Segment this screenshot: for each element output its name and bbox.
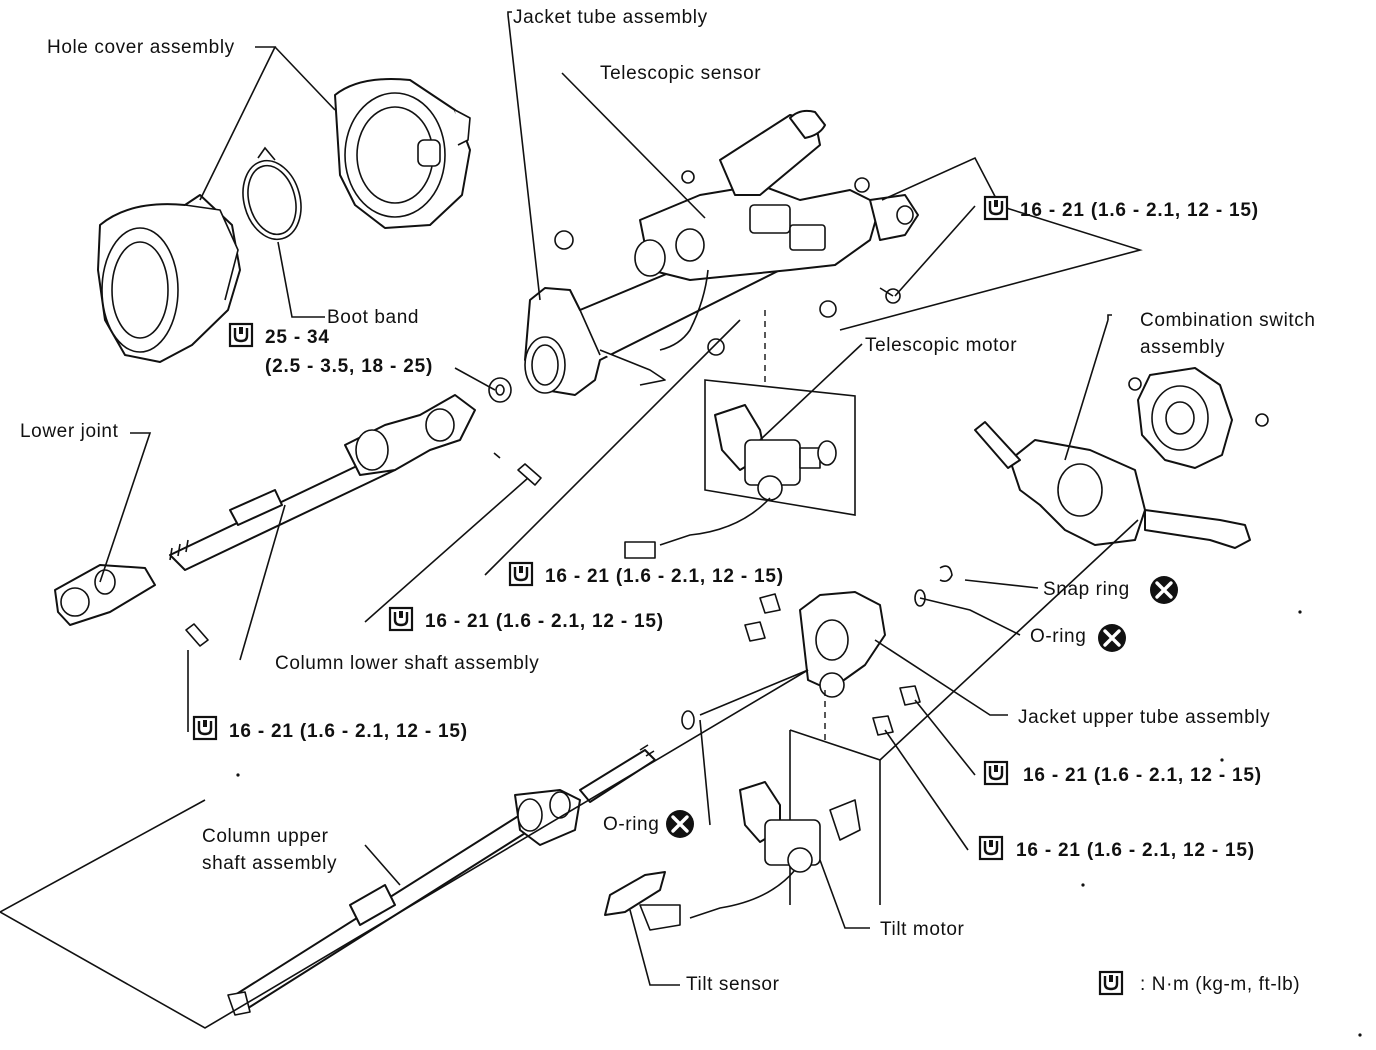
lower-joint-label: Lower joint bbox=[20, 421, 119, 442]
jacket-upper-tube-label: Jacket upper tube assembly bbox=[1018, 707, 1270, 728]
snap-ring-label: Snap ring bbox=[1043, 579, 1130, 600]
telescopic-motor-box bbox=[624, 310, 856, 559]
torque-spec-5: 16 - 21 (1.6 - 2.1, 12 - 15) bbox=[229, 721, 468, 742]
o-ring-label-2: O-ring bbox=[603, 814, 659, 835]
column-upper-shaft-label-1: Column upper bbox=[202, 826, 329, 847]
leader-lines bbox=[99, 11, 1112, 986]
torque-wrench-icon bbox=[228, 322, 254, 348]
jacket-tube-label: Jacket tube assembly bbox=[513, 7, 708, 28]
tilt-motor bbox=[689, 690, 881, 919]
column-upper-shaft-assembly bbox=[227, 710, 695, 1016]
torque-spec-2b: (2.5 - 3.5, 18 - 25) bbox=[265, 356, 433, 377]
torque-wrench-icon bbox=[192, 715, 218, 741]
telescopic-sensor-label: Telescopic sensor bbox=[600, 63, 761, 84]
torque-spec-6: 16 - 21 (1.6 - 2.1, 12 - 15) bbox=[1023, 765, 1262, 786]
torque-spec-4: 16 - 21 (1.6 - 2.1, 12 - 15) bbox=[425, 611, 664, 632]
scan-specks bbox=[236, 610, 1362, 1037]
hole-cover-boot bbox=[97, 194, 241, 363]
combination-switch-label-2: assembly bbox=[1140, 337, 1225, 358]
nut-and-bolt-right bbox=[488, 377, 542, 486]
torque-wrench-icon bbox=[508, 561, 534, 587]
tilt-sensor bbox=[604, 871, 681, 931]
boot-band bbox=[242, 146, 302, 241]
torque-spec-3: 16 - 21 (1.6 - 2.1, 12 - 15) bbox=[545, 566, 784, 587]
torque-wrench-icon bbox=[388, 606, 414, 632]
telescopic-motor-label: Telescopic motor bbox=[865, 335, 1017, 356]
torque-wrench-icon bbox=[983, 760, 1009, 786]
hole-cover-label: Hole cover assembly bbox=[47, 37, 235, 58]
column-lower-shaft-label: Column lower shaft assembly bbox=[275, 653, 539, 674]
jacket-tube-assembly bbox=[524, 109, 919, 396]
torque-spec-7: 16 - 21 (1.6 - 2.1, 12 - 15) bbox=[1016, 840, 1255, 861]
torque-spec-1: 16 - 21 (1.6 - 2.1, 12 - 15) bbox=[1020, 200, 1259, 221]
combination-switch-label-1: Combination switch bbox=[1140, 310, 1316, 331]
column-upper-shaft-label-2: shaft assembly bbox=[202, 853, 337, 874]
torque-wrench-icon bbox=[983, 195, 1009, 221]
boot-band-label: Boot band bbox=[327, 307, 419, 328]
lower-joint bbox=[54, 564, 209, 647]
replace-part-icon bbox=[1096, 622, 1128, 654]
torque-spec-2a: 25 - 34 bbox=[265, 327, 330, 348]
jacket-upper-tube-assembly bbox=[744, 565, 953, 736]
hole-cover-assembly bbox=[334, 78, 471, 229]
replace-part-icon bbox=[664, 808, 696, 840]
legend-units: : N·m (kg-m, ft-lb) bbox=[1140, 974, 1300, 995]
o-ring-label-1: O-ring bbox=[1030, 626, 1086, 647]
tilt-motor-label: Tilt motor bbox=[880, 919, 965, 940]
combination-switch-assembly bbox=[974, 367, 1269, 549]
column-lower-shaft-assembly bbox=[169, 394, 476, 571]
tilt-sensor-label: Tilt sensor bbox=[686, 974, 780, 995]
replace-part-icon bbox=[1148, 574, 1180, 606]
torque-wrench-icon bbox=[978, 835, 1004, 861]
jacket-bolts bbox=[554, 170, 901, 356]
torque-leaders bbox=[0, 156, 1143, 1029]
legend-wrench-icon bbox=[1098, 970, 1124, 996]
